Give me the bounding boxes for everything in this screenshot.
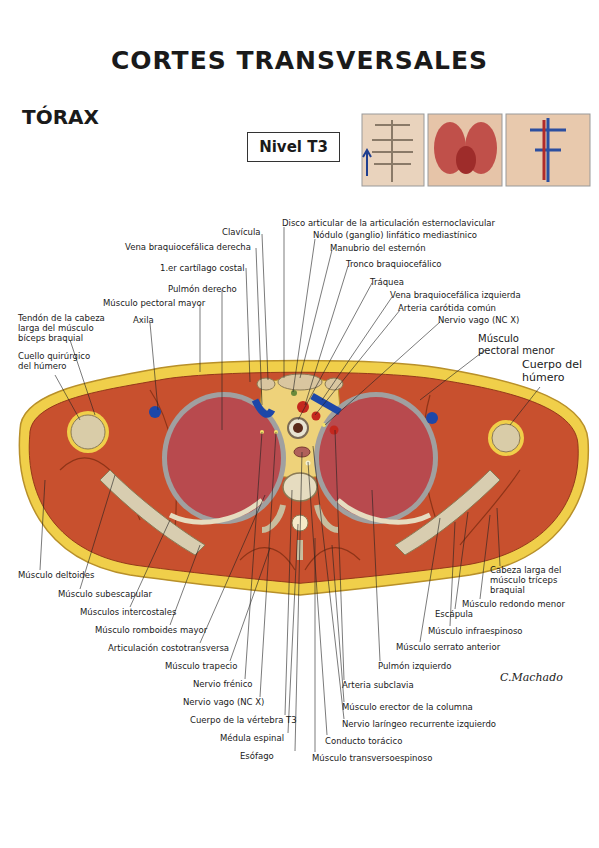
part-label: Músculo redondo menor [462,600,565,610]
part-label: Esófago [240,752,274,762]
level-arrow [363,150,371,176]
left-humerus [492,424,520,452]
part-label: Músculo pectoral menor [478,333,558,356]
leader-lines [40,227,540,752]
level-box: Nivel T3 [247,132,340,162]
part-label: Médula espinal [220,734,284,744]
skin-fat-layer [19,361,588,596]
axillary-vessel [426,412,438,424]
part-label: Axila [133,316,154,326]
right-scapula [100,470,205,555]
part-label: Articulación costotransversa [108,644,229,654]
part-label: Cuerpo de la vértebra T3 [190,716,297,726]
part-label: Nódulo (ganglio) linfático mediastínico [313,231,477,241]
part-label: Cabeza larga del músculo tríceps braquia… [490,566,585,595]
part-label: Pulmón derecho [168,285,237,295]
part-label: Músculo infraespinoso [428,627,523,637]
part-label: Nervio vago (NC X) [438,316,519,326]
part-label: Arteria subclavia [342,681,414,691]
part-label: Vena braquiocefálica izquierda [390,291,521,301]
section-heading: TÓRAX [22,106,99,129]
part-label: Escápula [435,610,473,620]
part-label: Músculo pectoral mayor [103,299,205,309]
part-label: Manubrio del esternón [330,244,426,254]
common-carotid [312,412,321,421]
signature: C.Machado [500,672,563,685]
part-label: Pulmón izquierdo [378,662,451,672]
humerus-fat [488,420,524,456]
subclavian-artery [330,426,339,435]
part-label: Cuello quirúrgico del húmero [18,352,98,372]
axillary-vessel [149,406,161,418]
trachea-lumen [293,423,303,433]
part-label: Tendón de la cabeza larga del músculo bí… [18,314,106,343]
part-label: Músculo serrato anterior [396,643,500,653]
page-title: CORTES TRANSVERSALES [0,46,599,75]
part-label: Vena braquiocefálica derecha [125,243,251,253]
thumbnail-artery [543,120,546,180]
thumbnail-heart [456,146,476,174]
part-label: Nervio vago (NC X) [183,698,264,708]
part-label: Músculo transversoespinoso [312,754,432,764]
part-label: Disco articular de la articulación ester… [282,219,495,229]
muscle-layer [29,372,578,583]
vertebral-body [283,473,317,501]
ribs [170,500,430,522]
thumbnail-skeleton [362,114,424,186]
thumbnail-vessels [506,114,590,186]
thumbnail-ribs [372,120,413,182]
part-label: Arteria carótida común [398,304,496,314]
part-label: Tronco braquiocefálico [346,260,442,270]
part-label: Músculos intercostales [80,608,176,618]
left-brachiocephalic-vein [312,396,340,412]
right-pleura [162,392,286,524]
part-label: Nervio frénico [193,680,253,690]
trachea [288,418,308,438]
part-label: Músculo romboides mayor [95,626,207,636]
level-text: Nivel T3 [259,138,328,156]
part-label: Nervio laríngeo recurrente izquierdo [342,720,496,730]
part-label: Músculo subescapular [58,590,152,600]
right-humerus [71,415,105,449]
lymph-node [291,390,297,396]
humerus-fat [67,411,109,453]
part-label: Músculo trapecio [165,662,237,672]
part-label: Clavícula [222,228,261,238]
part-label: Conducto torácico [325,737,402,747]
part-label: Músculo erector de la columna [342,703,473,713]
part-label: Músculo deltoides [18,571,94,581]
clavicle [257,378,275,390]
thumbnail-organs [428,114,502,186]
thumbnail-veins [530,118,566,182]
right-brachiocephalic-vein [255,400,272,414]
right-lung [167,397,281,519]
part-label: Tráquea [370,278,404,288]
part-label: Cuerpo del húmero [522,359,588,384]
left-scapula [395,470,500,555]
part-label: 1.er cartílago costal [160,264,245,274]
